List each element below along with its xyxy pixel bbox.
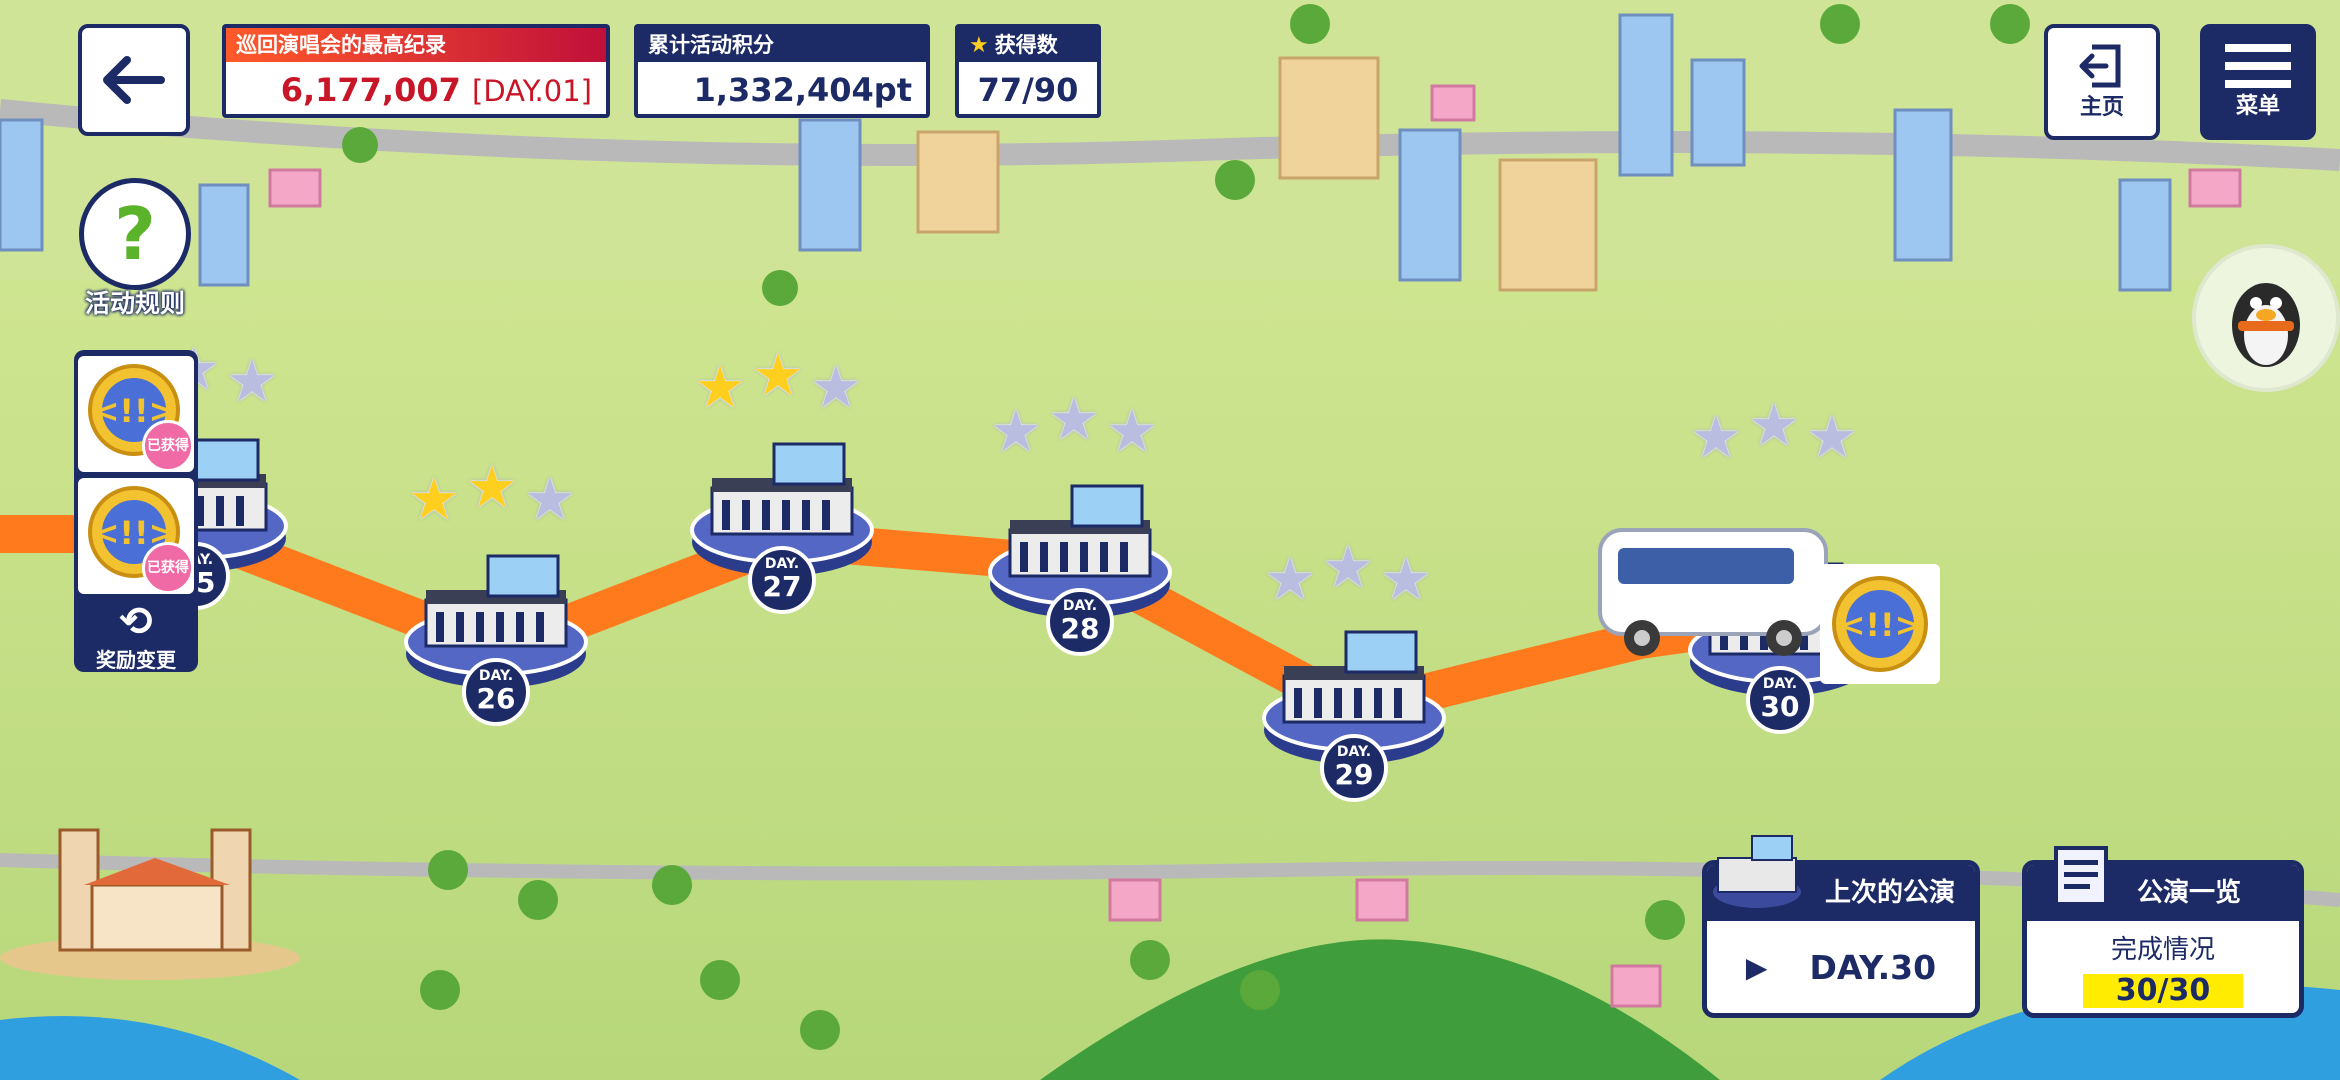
star-empty-icon: ★ (1322, 533, 1374, 601)
reward-token-icon: <!!> (1832, 576, 1928, 672)
reward-change-button[interactable]: ⟲ 奖励变更 (74, 600, 198, 673)
stage-day-badge: DAY.30 (1746, 666, 1814, 734)
star-empty-icon: ★ (1748, 391, 1800, 459)
stage-day-label: DAY. (1062, 598, 1098, 614)
document-list-icon (2054, 846, 2108, 906)
best-record-box: 巡回演唱会的最高纪录 6,177,007 [DAY.01] (222, 24, 610, 118)
stage-stars: ★★★ (1264, 538, 1444, 613)
reward-change-label: 奖励变更 (96, 648, 176, 672)
stage-day-badge: DAY.28 (1046, 588, 1114, 656)
stage-node[interactable]: DAY.28 (988, 472, 1172, 662)
stage-day-label: DAY. (1762, 676, 1798, 692)
back-button[interactable] (78, 24, 190, 136)
stage-building-icon (988, 484, 1172, 618)
star-filled-icon: ★ (466, 453, 518, 521)
star-filled-icon: ★ (408, 465, 460, 533)
event-points-value: 1,332,404pt (693, 71, 912, 109)
stage-stars: ★★★ (990, 390, 1170, 465)
tour-bus (1596, 520, 1836, 660)
star-empty-icon: ★ (1806, 403, 1858, 471)
stage-building-icon (1262, 630, 1446, 764)
stage-stars: ★★★ (694, 346, 874, 421)
play-icon: ▶ (1745, 950, 1768, 984)
stage-day-number: 28 (1060, 612, 1100, 645)
star-empty-icon: ★ (990, 397, 1042, 465)
completion-label: 完成情况 (2110, 935, 2215, 965)
stage-building-icon (690, 442, 874, 576)
event-points-box: 累计活动积分 1,332,404pt (634, 24, 930, 118)
penguin-icon (2232, 283, 2300, 367)
question-mark-icon: ? (79, 178, 191, 290)
qq-penguin-button[interactable] (2192, 244, 2340, 392)
menu-label: 菜单 (2235, 94, 2280, 119)
star-filled-icon: ★ (752, 341, 804, 409)
stage-day-label: DAY. (764, 556, 800, 572)
star-icon: ★ (969, 33, 989, 58)
menu-button[interactable]: 菜单 (2200, 24, 2316, 140)
event-rules-button[interactable]: ? 活动规则 (70, 178, 200, 318)
star-empty-icon: ★ (226, 347, 278, 415)
stage-building-icon (1713, 835, 1801, 908)
arrow-left-icon (103, 56, 165, 104)
hamburger-icon (2225, 44, 2291, 88)
star-empty-icon: ★ (1690, 403, 1742, 471)
stage-day-badge: DAY.29 (1320, 734, 1388, 802)
star-empty-icon: ★ (1380, 545, 1432, 613)
stage-day-number: 27 (762, 570, 802, 603)
stage-stars: ★★★ (408, 458, 588, 533)
stage-day-label: DAY. (478, 668, 514, 684)
stage-day-number: 30 (1760, 690, 1800, 723)
reward-slot-1[interactable]: <!!> 已获得 (78, 356, 194, 472)
obtained-stamp: 已获得 (142, 542, 194, 594)
card-swap-icon: ⟲ (119, 599, 153, 645)
best-record-day: [DAY.01] (472, 74, 592, 108)
exit-icon (2079, 44, 2121, 88)
stage-day-number: 29 (1334, 758, 1374, 791)
stage-stars: ★★★ (1690, 396, 1870, 471)
best-record-value: 6,177,007 [DAY.01] (226, 62, 606, 114)
event-points-label: 累计活动积分 (638, 28, 926, 62)
stage-day-number: 26 (476, 682, 516, 715)
best-record-score: 6,177,007 (280, 71, 461, 109)
stage-building-icon (404, 554, 588, 688)
last-show-value: DAY.30 (1809, 947, 1937, 987)
event-rules-label: 活动规则 (84, 289, 185, 318)
stage-day-badge: DAY.27 (748, 546, 816, 614)
star-filled-icon: ★ (694, 353, 746, 421)
star-empty-icon: ★ (524, 465, 576, 533)
star-empty-icon: ★ (810, 353, 862, 421)
star-empty-icon: ★ (1106, 397, 1158, 465)
bus-icon (1598, 528, 1828, 656)
stars-obtained-value: 77/90 (977, 71, 1079, 109)
stars-obtained-box: ★获得数 77/90 (955, 24, 1101, 118)
stars-obtained-label: 获得数 (994, 33, 1058, 57)
home-label: 主页 (2079, 95, 2124, 120)
stage-reward-token[interactable]: <!!> (1820, 564, 1940, 684)
best-record-label: 巡回演唱会的最高纪录 (226, 28, 606, 62)
stage-day-badge: DAY.26 (462, 658, 530, 726)
reward-panel: <!!> 已获得 <!!> 已获得 ⟲ 奖励变更 (74, 350, 198, 672)
stars-obtained-header: ★获得数 (959, 28, 1097, 62)
home-button[interactable]: 主页 (2044, 24, 2160, 140)
star-empty-icon: ★ (1264, 545, 1316, 613)
star-empty-icon: ★ (1048, 385, 1100, 453)
stage-node[interactable]: DAY.29 (1262, 618, 1446, 808)
stage-node[interactable]: DAY.27 (690, 430, 874, 620)
stage-node[interactable]: DAY.26 (404, 542, 588, 732)
svg-text:<!!>: <!!> (1839, 606, 1922, 644)
obtained-stamp: 已获得 (142, 420, 194, 472)
last-show-body: ▶ DAY.30 (1707, 921, 1975, 1013)
reward-slot-2[interactable]: <!!> 已获得 (78, 478, 194, 594)
completion-value: 30/30 (2083, 974, 2243, 1008)
stage-day-label: DAY. (1336, 744, 1372, 760)
